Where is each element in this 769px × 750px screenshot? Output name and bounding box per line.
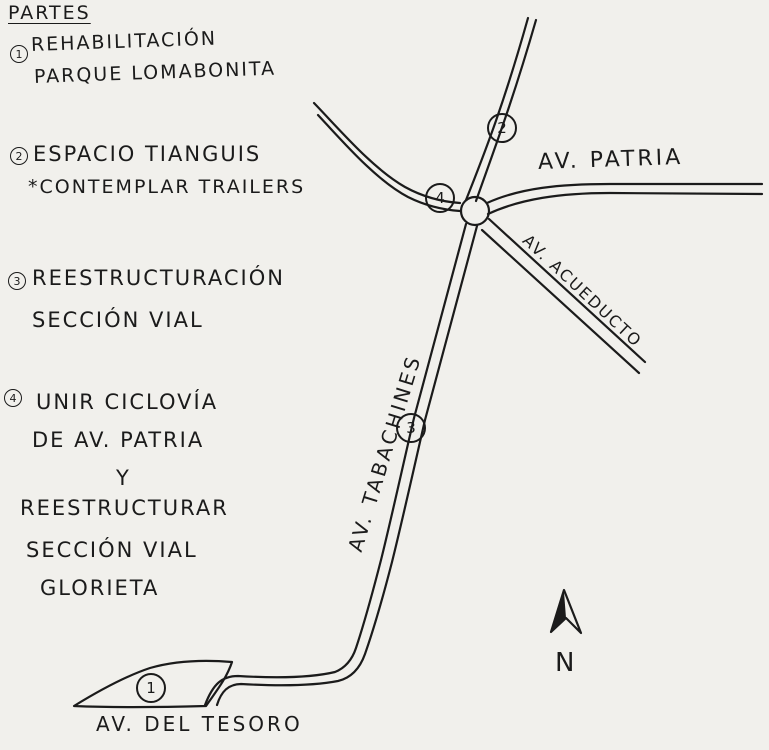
- road-acueducto-edge-a: [487, 217, 647, 364]
- road-label-tesoro: AV. DEL TESORO: [96, 712, 303, 736]
- legend-item-2-line-1: ESPACIO TIANGUIS: [33, 142, 262, 166]
- legend-item-3-line-1: REESTRUCTURACIÓN: [32, 266, 285, 290]
- road-north-edge-a: [464, 16, 530, 202]
- legend-item-4-line-4: REESTRUCTURAR: [20, 496, 229, 520]
- roundabout: [459, 195, 491, 227]
- road-acueducto-edge-b: [480, 228, 641, 375]
- north-arrow-fill: [551, 592, 566, 632]
- north-label: N: [555, 648, 578, 678]
- map-marker-1: 1: [136, 673, 166, 703]
- park-area: [72, 659, 234, 709]
- legend-item-4-line-2: DE AV. PATRIA: [32, 428, 205, 452]
- road-label-patria: AV. PATRIA: [537, 144, 684, 175]
- legend-item-4-line-1: UNIR CICLOVÍA: [36, 390, 219, 414]
- legend-item-3-line-2: SECCIÓN VIAL: [32, 308, 204, 332]
- legend-item-4-line-3: Y: [116, 466, 131, 490]
- legend-number-1: 1: [10, 45, 28, 63]
- map-marker-3: 3: [396, 413, 426, 443]
- legend-title: PARTES: [8, 2, 91, 24]
- map-marker-2: 2: [487, 113, 517, 143]
- legend-item-2-line-2: *CONTEMPLAR TRAILERS: [28, 176, 306, 198]
- road-patria-edge-b: [486, 191, 764, 216]
- legend-item-4-line-6: GLORIETA: [40, 576, 160, 600]
- road-north-edge-b: [474, 18, 538, 203]
- legend-number-3: 3: [8, 272, 26, 290]
- road-patria-edge-a: [485, 182, 764, 205]
- road-tabachines-edge-a: [203, 222, 468, 707]
- road-tabachines-edge-b: [215, 224, 479, 707]
- legend-number-2: 2: [10, 147, 28, 165]
- north-arrow-outline: [549, 588, 583, 635]
- legend-item-4-line-5: SECCIÓN VIAL: [26, 538, 198, 562]
- map-marker-4: 4: [425, 183, 455, 213]
- legend-number-4: 4: [4, 389, 22, 407]
